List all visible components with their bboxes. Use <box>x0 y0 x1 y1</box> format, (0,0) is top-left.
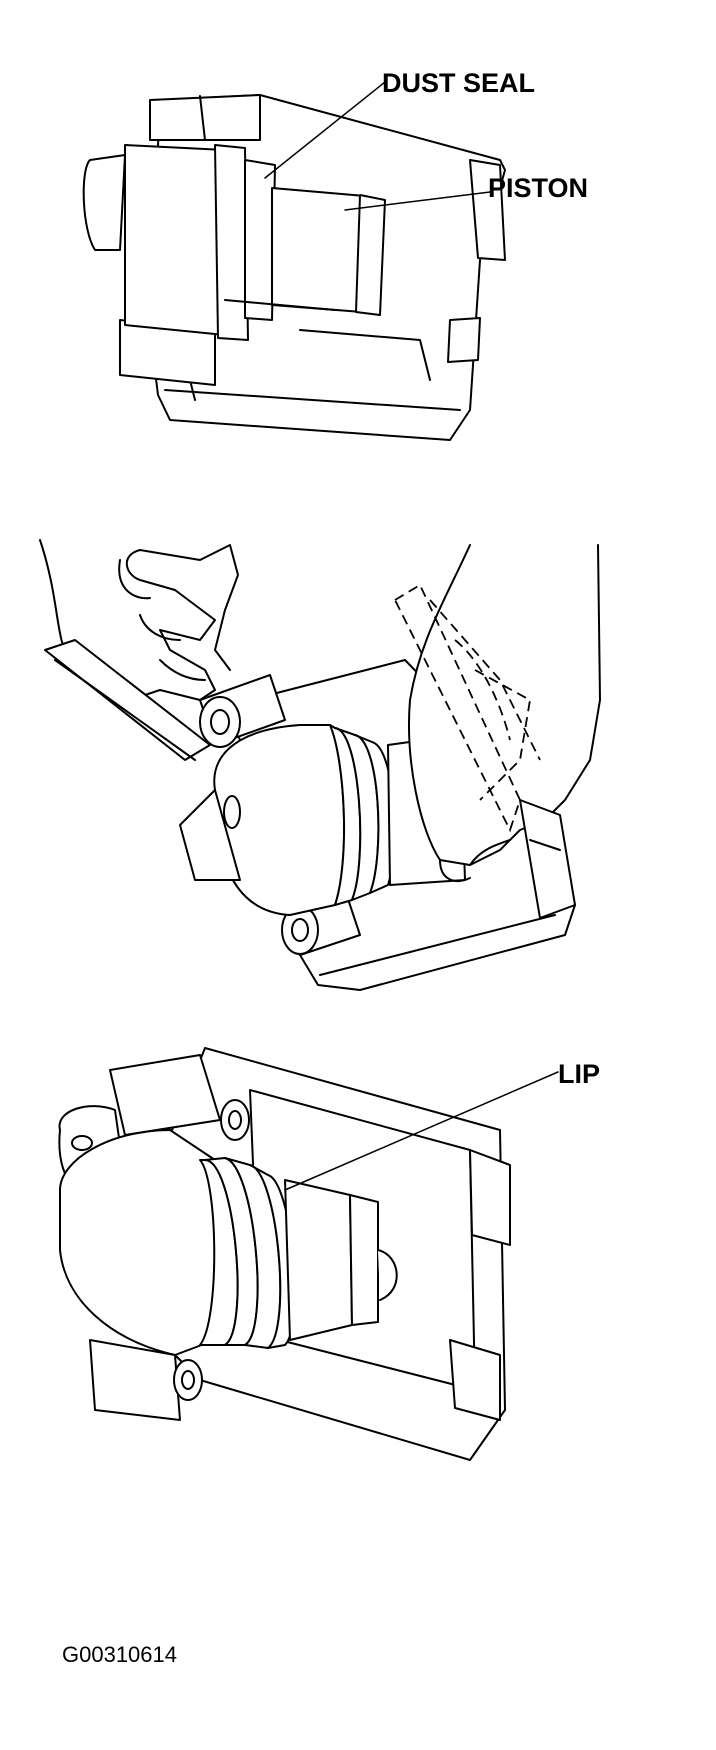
caliper-cylinder-body <box>82 154 126 251</box>
lip-leader <box>284 1071 559 1191</box>
caliper-cylinder-lip <box>59 1129 216 1356</box>
piston-shape <box>271 187 366 313</box>
left-hand <box>39 539 239 701</box>
panel-caliper-dust-seal: DUST SEAL PISTON <box>82 68 588 441</box>
lip-label: LIP <box>558 1059 600 1089</box>
piston-leader <box>344 191 491 211</box>
figure-code: G00310614 <box>62 1642 177 1667</box>
panel-hands-installation <box>39 539 601 991</box>
dust-seal-shape <box>244 159 276 321</box>
installation-tool <box>44 639 211 761</box>
dust-seal-label: DUST SEAL <box>382 68 535 98</box>
right-hand <box>408 544 601 866</box>
piston-label: PISTON <box>488 173 588 203</box>
dust-seal-leader <box>264 81 386 179</box>
panel-caliper-lip: LIP <box>58 1047 600 1461</box>
